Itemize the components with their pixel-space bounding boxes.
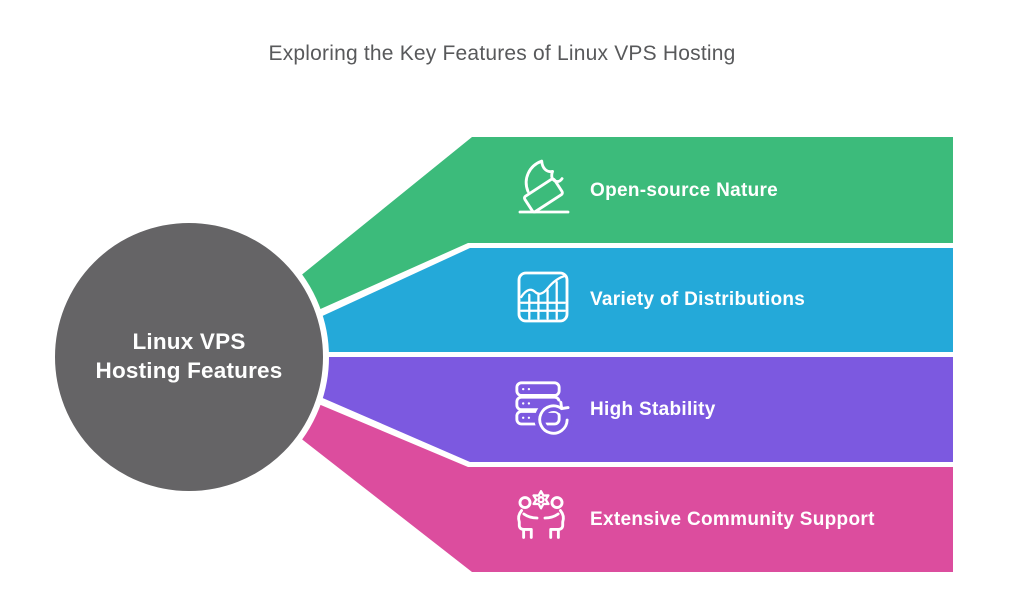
band-distributions <box>318 248 953 352</box>
hub-circle <box>49 217 329 497</box>
hub-label-line1: Linux VPS <box>132 329 246 354</box>
band-open-source <box>299 137 953 311</box>
feature-label-distributions: Variety of Distributions <box>590 289 806 310</box>
band-community <box>299 403 953 572</box>
hand-ballot-icon <box>512 156 576 220</box>
hub-label-line2: Hosting Features <box>95 358 283 383</box>
community-gear-icon <box>509 486 573 550</box>
feature-label-stability: High Stability <box>590 399 716 420</box>
feature-label-community: Extensive Community Support <box>590 509 875 530</box>
chart-grid-icon <box>511 265 575 329</box>
band-stability <box>318 357 953 462</box>
hub-label: Linux VPS Hosting Features <box>59 327 319 385</box>
feature-label-open-source: Open-source Nature <box>590 180 779 201</box>
server-refresh-icon <box>510 376 574 440</box>
page-title: Exploring the Key Features of Linux VPS … <box>268 42 736 65</box>
